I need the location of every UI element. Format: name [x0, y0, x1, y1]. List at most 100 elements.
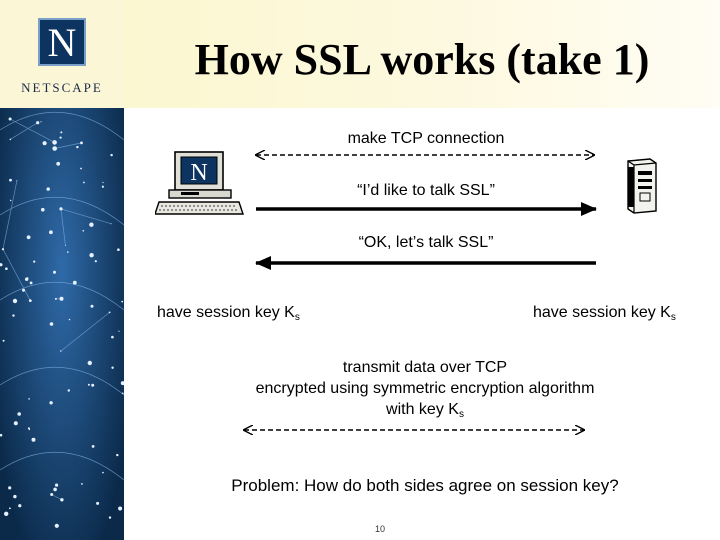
star-dot: [53, 270, 56, 274]
transmit-line-3: with key Ks: [200, 401, 650, 420]
constellation-curve: [0, 451, 124, 481]
server-ok-label: “OK, let’s talk SSL”: [358, 234, 494, 251]
server-session-key-subscript: s: [670, 312, 676, 323]
title-band: How SSL works (take 1): [124, 0, 720, 108]
transmit-key-text: with key K: [386, 401, 459, 418]
star-dot: [28, 299, 32, 302]
server-session-key-label: have session key Ks: [533, 304, 676, 323]
constellation-line: [2, 180, 18, 250]
star-dot: [117, 248, 120, 251]
star-dot: [29, 281, 33, 285]
star-dot: [91, 383, 95, 387]
star-dot: [53, 487, 57, 492]
star-dot: [17, 412, 22, 416]
star-dot: [60, 498, 64, 502]
star-dot: [10, 199, 12, 202]
star-dot: [96, 501, 100, 505]
star-dot: [28, 398, 30, 400]
constellation-curve: [0, 281, 124, 311]
client-hello-label: “I’d like to talk SSL”: [357, 182, 495, 199]
star-dot: [46, 187, 50, 191]
star-dot: [9, 507, 11, 510]
star-dot: [118, 330, 120, 332]
client-session-key-text: have session key K: [157, 304, 295, 321]
star-dot: [111, 366, 114, 369]
problem-statement: Problem: How do both sides agree on sess…: [231, 476, 619, 495]
star-dot: [9, 178, 12, 182]
star-dot: [59, 207, 63, 211]
star-dot: [55, 483, 59, 487]
star-dot: [121, 300, 124, 303]
star-dot: [110, 153, 113, 157]
star-dot: [56, 161, 61, 166]
logo-letter: N: [47, 20, 77, 65]
star-dot: [27, 427, 30, 430]
star-dot: [89, 222, 94, 227]
server-icon: [627, 158, 657, 214]
star-dot: [91, 445, 95, 448]
star-dot: [0, 263, 3, 267]
page-number: 10: [374, 524, 385, 534]
star-dot: [60, 350, 62, 352]
star-dot: [12, 314, 15, 317]
constellation-curve: [0, 111, 124, 141]
star-dot: [80, 141, 83, 145]
star-dot: [102, 181, 104, 184]
constellation-line: [10, 122, 38, 140]
star-dot: [89, 253, 94, 258]
star-dot: [90, 304, 94, 308]
star-dot: [31, 437, 36, 442]
star-dot: [108, 311, 111, 314]
star-dot: [12, 298, 18, 304]
constellation-curve: [0, 366, 124, 396]
star-dot: [76, 145, 79, 149]
netscape-logo-icon: N: [38, 18, 86, 66]
star-dot: [59, 136, 62, 139]
star-dot: [8, 117, 12, 121]
star-dot: [120, 381, 124, 386]
tcp-connection-label: make TCP connection: [347, 130, 505, 147]
constellation-line: [60, 312, 110, 352]
star-dot: [16, 180, 18, 182]
constellation-line: [9, 118, 55, 143]
star-dot: [110, 223, 112, 225]
client-session-key-subscript: s: [294, 312, 300, 323]
star-dot: [82, 230, 85, 232]
logo-wordmark: NETSCAPE: [21, 80, 103, 95]
star-dot: [67, 251, 69, 253]
transmit-line-2: encrypted using symmetric encryption alg…: [255, 380, 595, 397]
star-dot: [8, 486, 12, 490]
constellation-line: [54, 142, 82, 149]
logo-panel: N NETSCAPE: [0, 0, 124, 108]
star-dot: [60, 131, 63, 134]
constellation-line: [2, 249, 31, 301]
star-dot: [26, 235, 31, 240]
star-dot: [122, 392, 124, 395]
star-dot: [1, 248, 5, 251]
star-dot: [49, 230, 53, 235]
server-session-key-text: have session key K: [533, 304, 671, 321]
star-dot: [18, 504, 22, 508]
star-dot: [41, 207, 45, 212]
slide-title: How SSL works (take 1): [194, 35, 650, 84]
star-dot: [81, 483, 83, 485]
star-dot: [87, 383, 90, 386]
star-dot: [54, 297, 57, 300]
star-dot: [27, 277, 29, 279]
star-dot: [111, 335, 114, 339]
star-dot: [83, 181, 85, 184]
star-dot: [52, 140, 57, 145]
star-dot: [52, 146, 57, 151]
star-dot: [64, 244, 66, 246]
star-dot: [36, 121, 40, 125]
constellation-line: [51, 494, 63, 501]
star-dot: [108, 516, 112, 519]
star-dot: [25, 277, 29, 281]
star-dot: [49, 401, 53, 405]
constellation-curve: [0, 196, 124, 226]
star-dot: [67, 389, 71, 392]
star-dot: [22, 288, 25, 292]
star-dot: [33, 260, 36, 263]
star-dot: [49, 322, 54, 326]
